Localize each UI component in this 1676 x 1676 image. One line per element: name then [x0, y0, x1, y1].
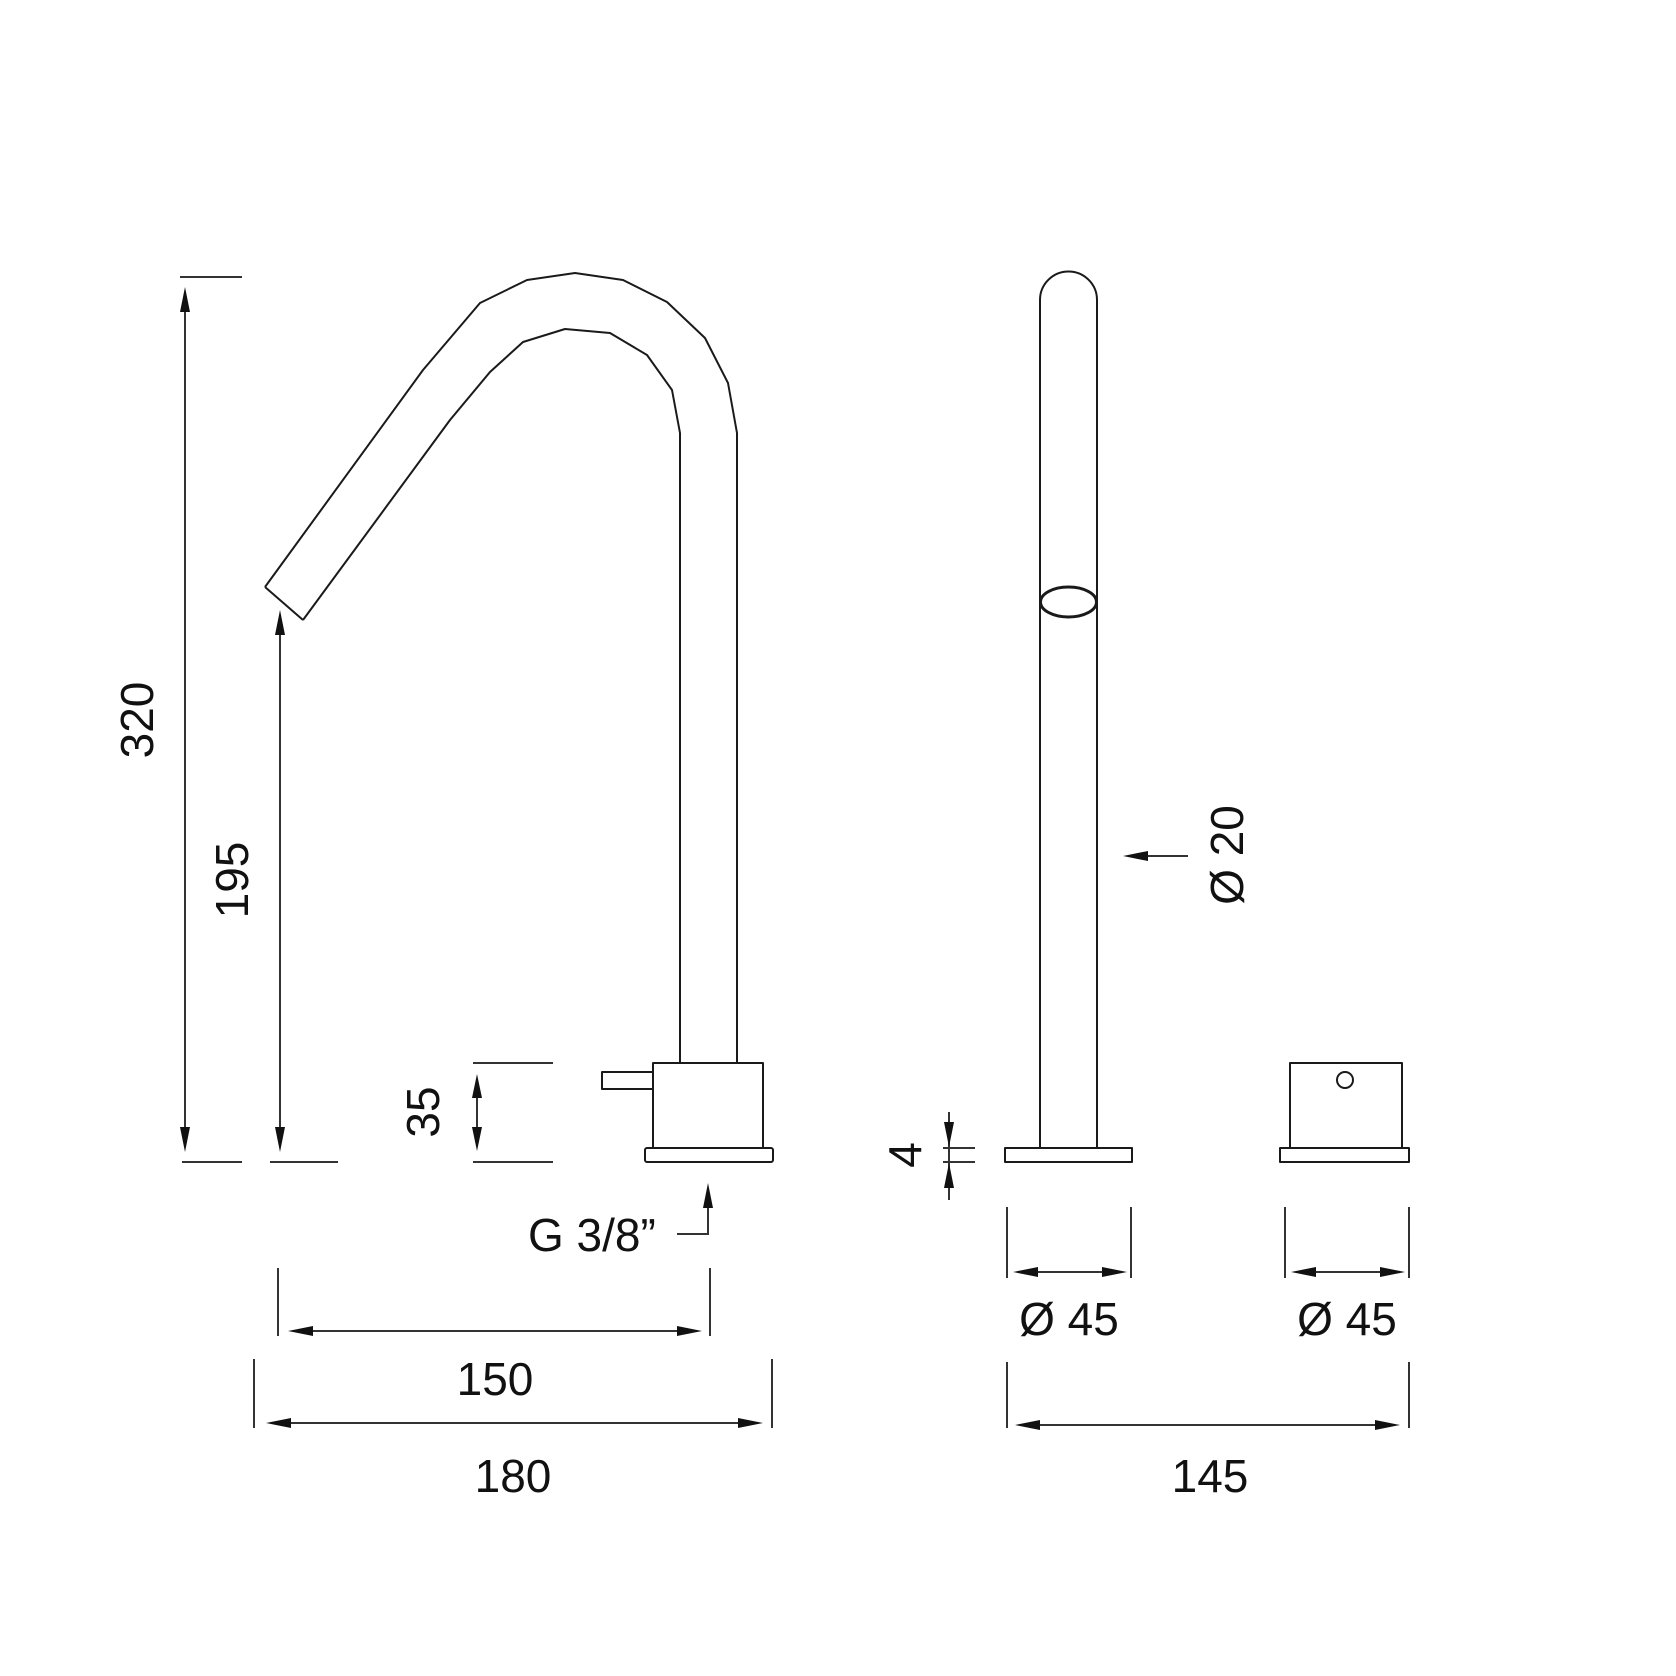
dimension-total-height: 320 — [111, 276, 242, 1163]
label-spout-base-diameter: Ø 45 — [1019, 1293, 1119, 1345]
side-view — [264, 272, 774, 1163]
dimension-body-height: 35 — [397, 1062, 553, 1163]
base-plate — [644, 1147, 774, 1163]
dimension-spout-base-diameter: Ø 45 — [1006, 1207, 1132, 1345]
label-total-height: 320 — [111, 682, 163, 759]
dimension-tube-diameter: Ø 20 — [1123, 805, 1253, 905]
dimension-spout-reach: 150 — [277, 1268, 711, 1405]
dimension-plate-thickness: 4 — [879, 1112, 975, 1200]
dimension-mixer-base-diameter: Ø 45 — [1284, 1207, 1410, 1345]
label-spout-height: 195 — [206, 842, 258, 919]
label-center-distance: 145 — [1172, 1450, 1249, 1502]
lever-handle — [601, 1071, 654, 1090]
dimension-total-depth: 180 — [253, 1359, 773, 1502]
label-mixer-base-diameter: Ø 45 — [1297, 1293, 1397, 1345]
connection-callout: G 3/8” — [528, 1183, 713, 1261]
label-plate-thickness: 4 — [879, 1142, 931, 1168]
mixer-base-plate — [1279, 1147, 1410, 1163]
spout-tube — [1039, 270, 1098, 1148]
aerator-ring — [1039, 585, 1098, 619]
mixer-body — [652, 1062, 764, 1149]
label-tube-diameter: Ø 20 — [1201, 805, 1253, 905]
label-body-height: 35 — [397, 1086, 449, 1137]
spout-outline — [264, 272, 738, 1063]
front-view — [1004, 270, 1410, 1163]
lever-pin — [1336, 1071, 1354, 1089]
spout-base-plate — [1004, 1147, 1133, 1163]
dimension-spout-height: 195 — [206, 610, 338, 1163]
mixer-body-front — [1289, 1062, 1403, 1149]
dimension-center-distance: 145 — [1006, 1362, 1410, 1502]
label-spout-reach: 150 — [457, 1353, 534, 1405]
label-total-depth: 180 — [475, 1450, 552, 1502]
label-connection: G 3/8” — [528, 1209, 656, 1261]
